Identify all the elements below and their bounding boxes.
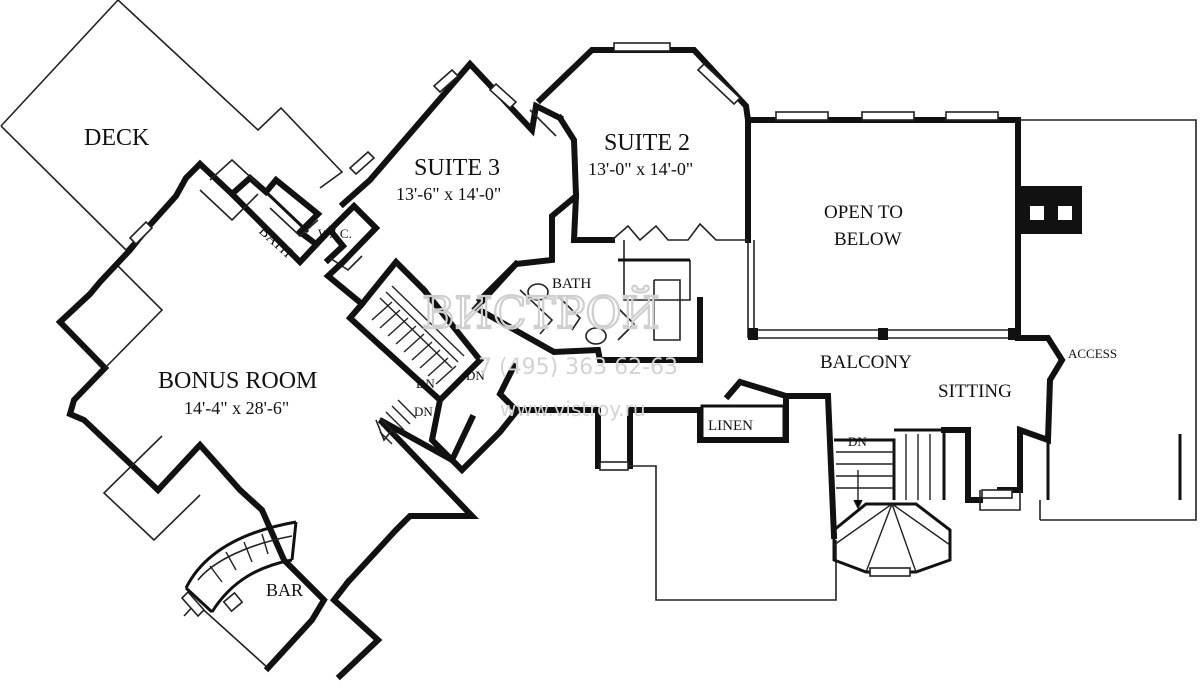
- hall-walls: [496, 335, 1066, 601]
- watermark-phone: 7 (495) 363 62-63: [478, 355, 678, 380]
- bar-counter: [184, 520, 298, 614]
- bath-lower-label: BATH: [552, 276, 591, 292]
- suite2-name: SUITE 2: [604, 130, 690, 156]
- bonus-room-size: 14'-4" x 28'-6": [184, 398, 289, 418]
- windows: [128, 42, 1013, 618]
- bar-label: BAR: [266, 580, 303, 600]
- bonus-room-name: BONUS ROOM: [158, 368, 317, 394]
- bath-wic-block: [199, 158, 429, 309]
- right-wing: [1018, 119, 1197, 521]
- linen-closet: [700, 404, 786, 442]
- stair-dn-label: DN: [466, 368, 485, 383]
- suite3-name: SUITE 3: [414, 155, 500, 181]
- wic-label: W.I.C.: [318, 226, 352, 241]
- bonus-wing-walls: [55, 159, 480, 681]
- linen-label: LINEN: [708, 418, 753, 434]
- stair-left: [345, 285, 521, 475]
- open-to-below-line1: OPEN TO: [824, 202, 903, 223]
- bath-lower-block: [471, 259, 703, 363]
- balcony-label: BALCONY: [820, 352, 912, 373]
- watermark-url: www.vistroy.ru: [500, 397, 646, 421]
- stair-right: [832, 428, 952, 574]
- access-label: ACCESS: [1068, 346, 1117, 361]
- suite3-size: 13'-6" x 14'-0": [396, 184, 501, 204]
- sitting-label: SITTING: [938, 381, 1012, 402]
- suite2-size: 13'-0" x 14'-0": [588, 159, 693, 179]
- suite2-walls: [535, 47, 751, 341]
- deck-outline: [0, 0, 344, 251]
- deck-label: DECK: [84, 125, 150, 151]
- open-to-below-line2: BELOW: [834, 229, 902, 250]
- watermark-logo: ВИСТРОЙ: [422, 285, 660, 339]
- bath-upper-label: BATH: [255, 223, 295, 261]
- stair-dn-label: DN: [414, 404, 433, 419]
- stair-dn-label: DN: [848, 434, 867, 449]
- stair-dn-label: DN: [416, 376, 435, 391]
